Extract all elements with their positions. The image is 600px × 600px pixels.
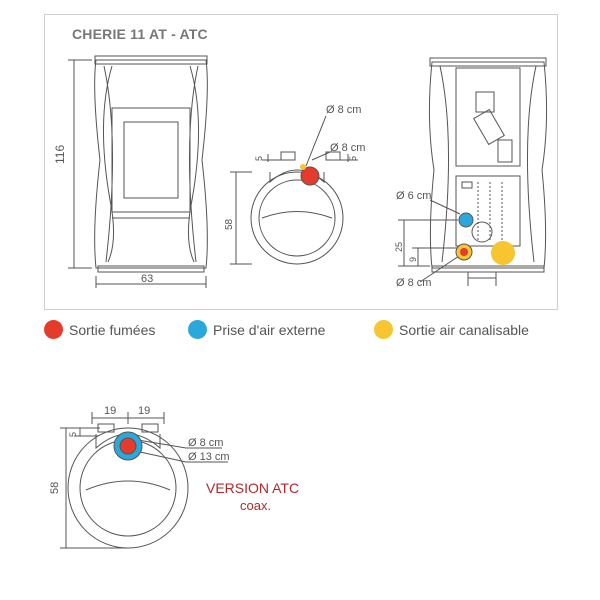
diagram-title: CHERIE 11 AT - ATC [72, 26, 208, 42]
atc-dim-58: 58 [49, 482, 61, 494]
back-air-outlet [491, 241, 515, 265]
legend-label: Prise d'air externe [213, 321, 326, 338]
blue-dot-icon [188, 320, 207, 339]
version-atc-sub: coax. [240, 498, 272, 513]
stove-top [94, 55, 208, 65]
atc-dia-inner: Ø 8 cm [188, 437, 223, 449]
legend-label: Sortie fumées [69, 321, 156, 338]
atc-dim-19-right: 19 [138, 405, 150, 417]
legend-sortie-air: Sortie air canalisable [374, 320, 529, 339]
back-body-outline [428, 61, 548, 269]
top-dia-label-1: Ø 8 cm [326, 104, 361, 116]
stove-door [111, 107, 191, 213]
stove-glass [123, 121, 179, 199]
top-dim-left: 5 [254, 156, 264, 161]
back-dia-top: Ø 6 cm [396, 190, 431, 202]
atc-view [60, 412, 228, 549]
back-view [398, 57, 548, 286]
stove-body-outline [94, 59, 208, 269]
back-dim-25: 25 [394, 242, 404, 252]
top-smoke-outlet [300, 166, 320, 186]
back-air-inlet [458, 212, 474, 228]
front-height-label: 116 [53, 145, 67, 164]
top-dia-label-2: Ø 8 cm [330, 142, 365, 154]
atc-coax-inner [119, 437, 137, 455]
stove-base [97, 265, 205, 273]
front-width-label: 63 [141, 273, 153, 285]
drawing-panel [44, 14, 558, 310]
atc-dim-5: 5 [68, 432, 78, 437]
legend-prise-air: Prise d'air externe [188, 320, 325, 339]
atc-dia-outer: Ø 13 cm [188, 451, 230, 463]
version-atc-label: VERSION ATC [206, 480, 300, 496]
legend-sortie-fumees: Sortie fumées [44, 320, 155, 339]
red-dot-icon [44, 320, 63, 339]
top-view-outer-circle [250, 171, 344, 265]
atc-dim-19-left: 19 [104, 405, 116, 417]
top-dim-right: 5 [348, 156, 358, 161]
top-view [230, 115, 358, 265]
back-dia-bottom: Ø 8 cm [396, 277, 431, 289]
back-dim-9: 9 [408, 257, 418, 262]
front-view [68, 55, 208, 288]
top-dim-depth: 58 [224, 218, 235, 230]
yellow-dot-icon [374, 320, 393, 339]
legend-label: Sortie air canalisable [399, 321, 529, 338]
